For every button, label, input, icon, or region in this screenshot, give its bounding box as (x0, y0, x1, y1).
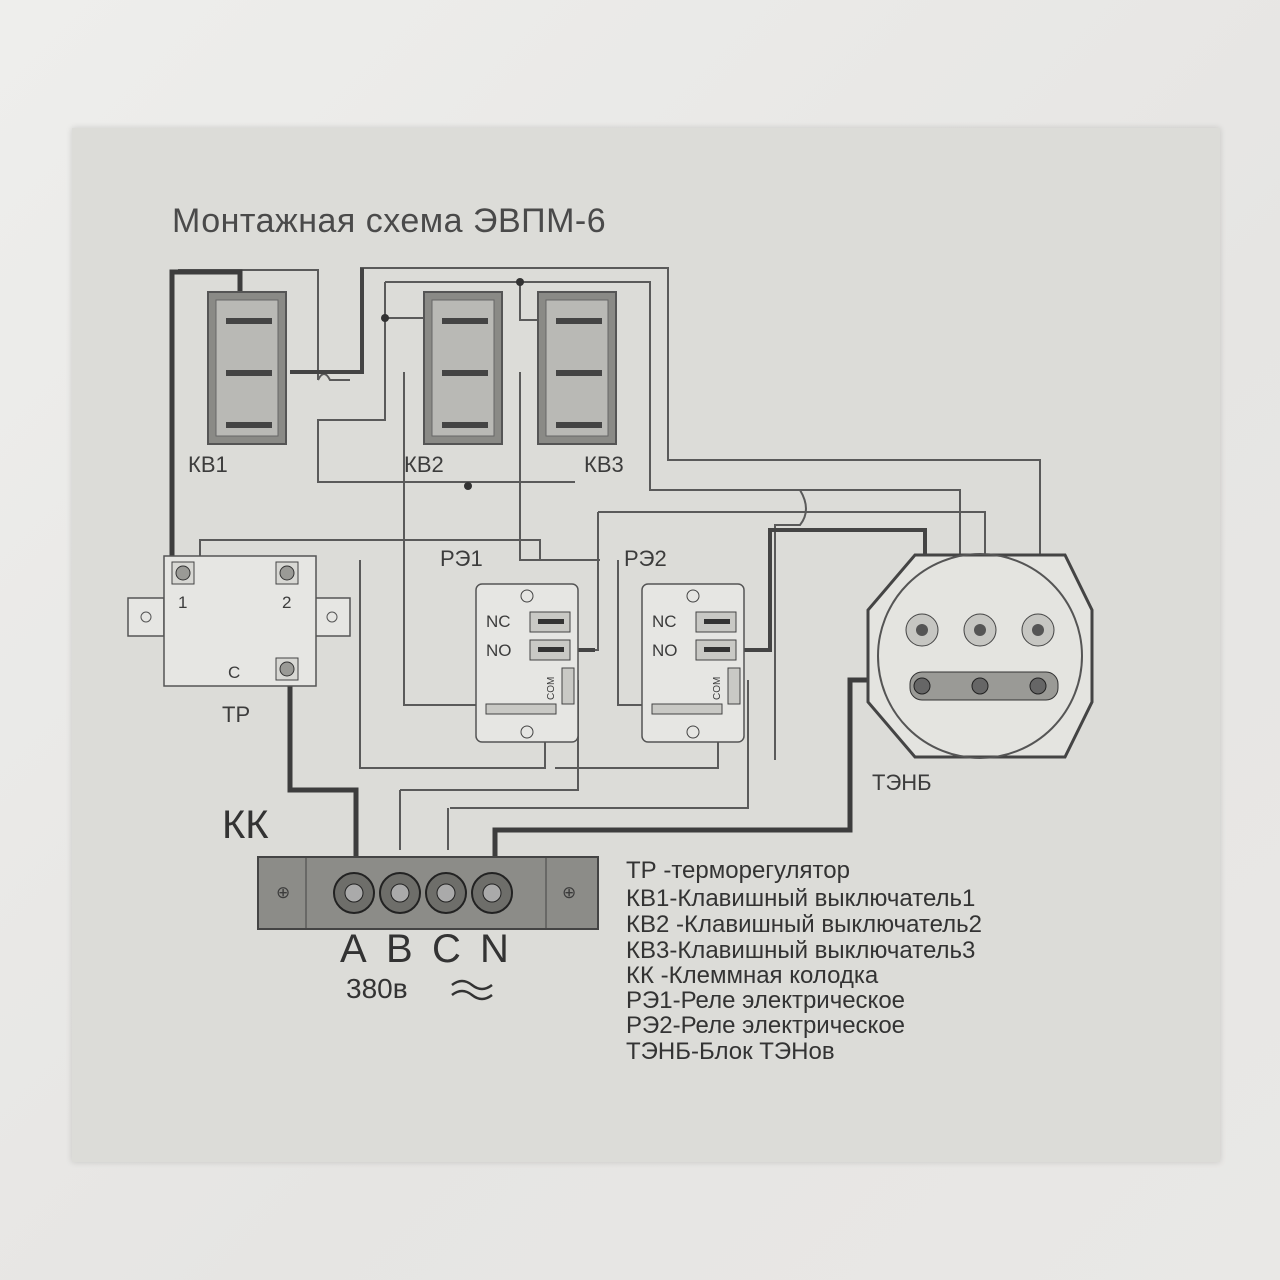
relay-re2: РЭ2 NC NO COM (624, 546, 745, 743)
phase-b: B (386, 927, 413, 971)
terminal-block-kk: КК ⊕ ⊕ A B C N 380в (222, 803, 599, 1004)
junction-dots (381, 278, 524, 490)
legend: ТР -терморегулятор КВ1-Клавишный выключа… (626, 857, 982, 1065)
tr-terminal-c: C (228, 663, 240, 682)
kv1-label: КВ1 (188, 452, 228, 477)
switch-kv3: КВ3 (537, 291, 624, 477)
re1-no: NO (486, 641, 512, 660)
kk-screw-left: ⊕ (276, 883, 290, 902)
tr-label: ТР (222, 702, 250, 727)
legend-item: ТР -терморегулятор (626, 857, 850, 884)
tr-terminal-2: 2 (282, 593, 291, 612)
re2-com: COM (712, 677, 723, 700)
legend-item: КВ3-Клавишный выключатель3 (626, 937, 975, 964)
legend-item: ТЭНБ-Блок ТЭНов (626, 1038, 835, 1065)
re2-no: NO (652, 641, 678, 660)
voltage-label: 380в (346, 973, 408, 1004)
heater-block-tenb: ТЭНБ (866, 553, 1094, 795)
legend-item: КВ2 -Клавишный выключатель2 (626, 911, 982, 938)
legend-item: КК -Клеммная колодка (626, 962, 879, 989)
diagram-title: Монтажная схема ЭВПМ-6 (172, 202, 606, 240)
switch-kv1: КВ1 (188, 291, 287, 477)
switch-kv2: КВ2 (404, 291, 503, 477)
re1-nc: NC (486, 612, 511, 631)
phase-a: A (340, 927, 367, 971)
re1-com: COM (546, 677, 557, 700)
kk-screw-right: ⊕ (562, 883, 576, 902)
relay-re1: РЭ1 NC NO COM (440, 546, 579, 743)
kk-label: КК (222, 803, 269, 847)
kv3-label: КВ3 (584, 452, 624, 477)
phase-c: C (432, 927, 461, 971)
re2-nc: NC (652, 612, 677, 631)
ac-symbol-icon (451, 979, 493, 1001)
kv2-label: КВ2 (404, 452, 444, 477)
tr-terminal-1: 1 (178, 593, 187, 612)
phase-n: N (480, 927, 509, 971)
re2-label: РЭ2 (624, 546, 667, 571)
legend-item: РЭ2-Реле электрическое (626, 1012, 905, 1039)
thermostat-tr: 1 2 C ТР (127, 555, 351, 727)
legend-item: РЭ1-Реле электрическое (626, 987, 905, 1014)
legend-item: КВ1-Клавишный выключатель1 (626, 885, 975, 912)
re1-label: РЭ1 (440, 546, 483, 571)
tenb-label: ТЭНБ (872, 770, 932, 795)
